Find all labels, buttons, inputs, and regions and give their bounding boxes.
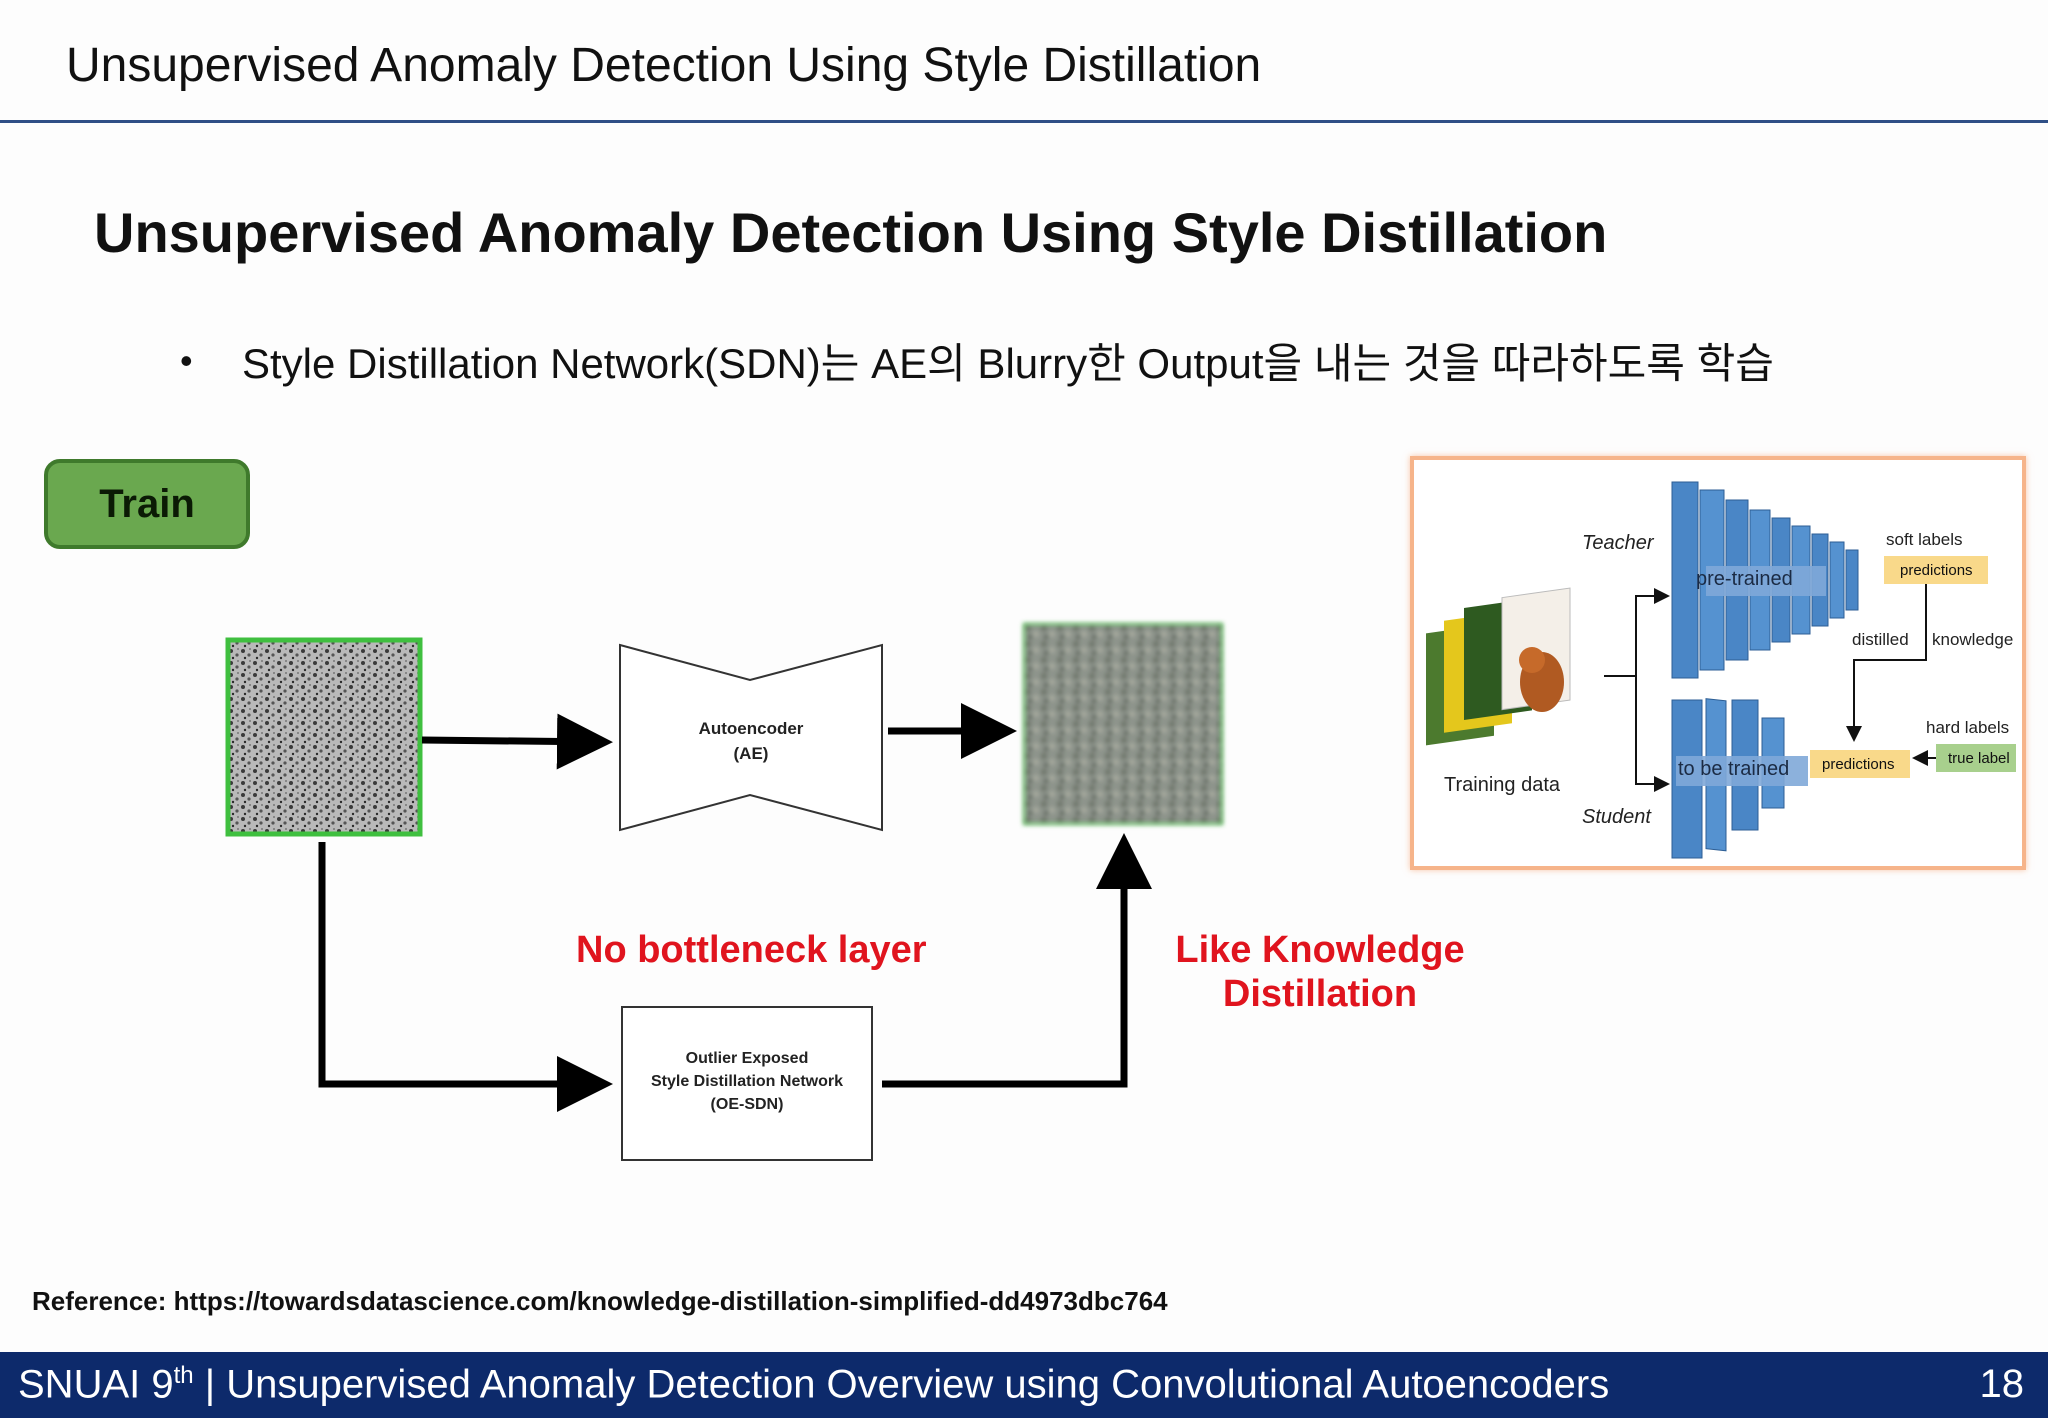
knowledge-label: knowledge [1932,630,2014,649]
autoencoder-label-line2: (AE) [733,744,769,763]
hard-labels-label: hard labels [1926,718,2010,737]
training-images [1426,587,1571,746]
distilled-label: distilled [1852,630,1909,649]
note-like-kd-line2: Distillation [1222,973,1418,1015]
arrow-input-to-ae [421,713,613,770]
bullet-dot-icon: • [180,339,193,381]
footer-bar: SNUAI 9th | Unsupervised Anomaly Detecti… [0,1352,2048,1418]
input-image [225,637,423,837]
teacher-network [1671,481,1859,679]
autoencoder-label: Autoencoder (AE) [640,716,862,766]
arrow-input-to-sdn [318,842,613,1112]
oe-sdn-label: Outlier Exposed Style Distillation Netwo… [622,1047,872,1116]
footer-org-sup: th [173,1362,194,1389]
student-label: Student [1582,806,1651,828]
footer-topic: | Unsupervised Anomaly Detection Overvie… [193,1362,1610,1407]
slide-title: Unsupervised Anomaly Detection Using Sty… [94,201,1608,264]
autoencoder-shape [619,643,883,832]
output-image [1022,622,1224,826]
kd-figure-graphics [1426,481,2016,859]
footer-org: SNUAI 9 [18,1362,174,1407]
soft-labels-label: soft labels [1886,530,1963,549]
page-number: 18 [1979,1362,2025,1406]
note-like-kd: Like Knowledge Distillation [1170,928,1470,1016]
pretrained-label: pre-trained [1696,568,1793,590]
oe-sdn-label-line2: Style Distillation Network [650,1073,844,1090]
header-title: Unsupervised Anomaly Detection Using Sty… [66,39,1262,92]
true-label-label: true label [1948,750,2010,767]
note-no-bottleneck: No bottleneck layer [576,929,927,971]
note-like-kd-line1: Like Knowledge [1175,929,1465,971]
teacher-label: Teacher [1582,532,1654,554]
predictions-top-label: predictions [1900,562,1973,579]
header-divider [0,120,2048,123]
training-data-label: Training data [1444,774,1560,796]
oe-sdn-label-line1: Outlier Exposed [685,1050,809,1067]
oe-sdn-box [621,1006,873,1161]
to-be-trained-label: to be trained [1678,758,1790,780]
arrow-sdn-to-output [882,833,1152,1088]
predictions-bottom-label: predictions [1822,756,1895,773]
student-network [1671,698,1808,859]
autoencoder-label-line1: Autoencoder [698,719,804,738]
kd-figure: Teacher pre-trained soft labels predicti… [1410,456,2026,870]
reference-link[interactable]: Reference: https://towardsdatascience.co… [32,1286,1168,1316]
oe-sdn-label-line3: (OE-SDN) [710,1096,784,1113]
train-badge: Train [44,459,250,549]
bullet-item: • Style Distillation Network(SDN)는 AE의 B… [180,330,1774,391]
footer-text: SNUAI 9th | Unsupervised Anomaly Detecti… [18,1362,1609,1407]
bullet-text: Style Distillation Network(SDN)는 AE의 Blu… [242,340,1774,387]
